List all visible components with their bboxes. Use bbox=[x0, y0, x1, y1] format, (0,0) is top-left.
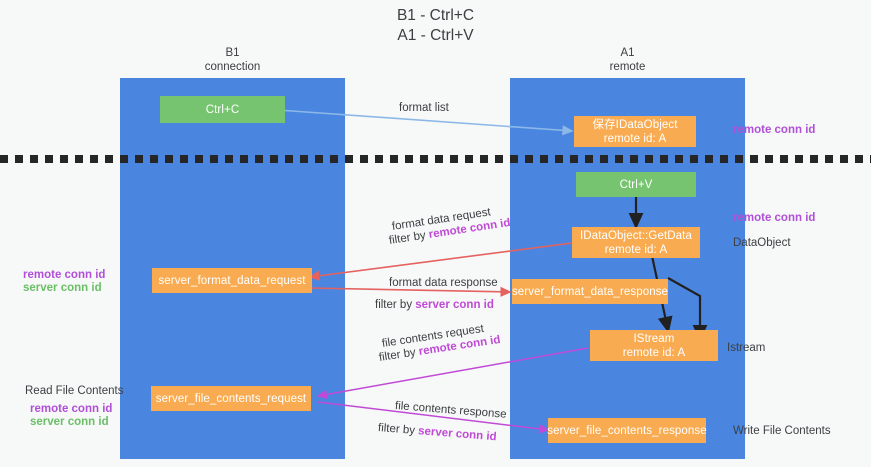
annotation-write-file-contents: Write File Contents bbox=[733, 425, 831, 437]
edge-label-format-list: format list bbox=[399, 102, 449, 114]
box-server-format-data-request[interactable]: server_format_data_request bbox=[152, 268, 312, 293]
box-server-format-data-response[interactable]: server_format_data_response bbox=[512, 279, 668, 304]
box-ctrl-v-label: Ctrl+V bbox=[619, 178, 653, 191]
annotation-dataobject: DataObject bbox=[733, 237, 791, 249]
column-header-a1: A1 remote bbox=[510, 46, 745, 74]
box-ctrl-c[interactable]: Ctrl+C bbox=[160, 96, 285, 123]
filter-prefix-2: filter by bbox=[375, 299, 416, 311]
annotation-left-remote-conn-id: remote conn id bbox=[23, 269, 106, 281]
filter-key-server-conn-id-1: server conn id bbox=[415, 299, 494, 311]
box-istream-line1: IStream bbox=[633, 332, 675, 345]
box-server-file-contents-request[interactable]: server_file_contents_request bbox=[151, 386, 311, 411]
box-ctrl-v[interactable]: Ctrl+V bbox=[576, 172, 696, 197]
annotation-remote-conn-id-mid: remote conn id bbox=[733, 212, 816, 224]
edge-label-format-data-response-filter: filter by server conn id bbox=[375, 298, 494, 312]
box-save-idataobject-line1: 保存IDataObject bbox=[592, 118, 678, 131]
title-line-2: A1 - Ctrl+V bbox=[397, 27, 474, 44]
box-istream[interactable]: IStream remote id: A bbox=[590, 330, 718, 361]
annotation-read-file-contents: Read File Contents bbox=[25, 385, 124, 397]
annotation-left-bottom-remote-conn-id: remote conn id bbox=[30, 403, 113, 415]
edge-label-file-contents-response-filter: filter by server conn id bbox=[377, 421, 497, 444]
box-save-idataobject-line2: remote id: A bbox=[603, 132, 667, 145]
edge-label-file-contents-response: file contents response bbox=[394, 400, 508, 421]
box-server-file-contents-request-label: server_file_contents_request bbox=[155, 392, 307, 405]
box-server-file-contents-response-label: server_file_contents_response bbox=[547, 424, 707, 437]
box-idataobject-getdata-line1: IDataObject::GetData bbox=[580, 229, 692, 242]
box-save-idataobject[interactable]: 保存IDataObject remote id: A bbox=[574, 116, 696, 147]
box-ctrl-c-label: Ctrl+C bbox=[205, 103, 240, 116]
box-server-format-data-request-label: server_format_data_request bbox=[158, 274, 306, 287]
annotation-left-server-conn-id: server conn id bbox=[23, 282, 102, 294]
column-header-a1-role: remote bbox=[609, 61, 646, 73]
column-header-b1: B1 connection bbox=[120, 46, 345, 74]
section-divider bbox=[0, 155, 871, 163]
column-header-b1-name: B1 bbox=[225, 47, 240, 59]
box-idataobject-getdata-line2: remote id: A bbox=[604, 243, 668, 256]
title-line-1: B1 - Ctrl+C bbox=[396, 7, 475, 24]
filter-key-server-conn-id-2: server conn id bbox=[417, 425, 497, 444]
annotation-remote-conn-id-top: remote conn id bbox=[733, 124, 816, 136]
box-idataobject-getdata[interactable]: IDataObject::GetData remote id: A bbox=[572, 227, 700, 258]
page-title: B1 - Ctrl+C A1 - Ctrl+V bbox=[0, 6, 871, 46]
edge-label-format-data-response: format data response bbox=[389, 277, 498, 289]
annotation-istream: Istream bbox=[727, 342, 766, 354]
annotation-left-bottom-server-conn-id: server conn id bbox=[30, 416, 109, 428]
box-server-file-contents-response[interactable]: server_file_contents_response bbox=[547, 418, 707, 443]
box-istream-line2: remote id: A bbox=[622, 346, 686, 359]
column-header-a1-name: A1 bbox=[620, 47, 635, 59]
column-header-b1-role: connection bbox=[204, 61, 261, 73]
filter-prefix-4: filter by bbox=[377, 422, 419, 438]
box-server-format-data-response-label: server_format_data_response bbox=[511, 285, 669, 298]
